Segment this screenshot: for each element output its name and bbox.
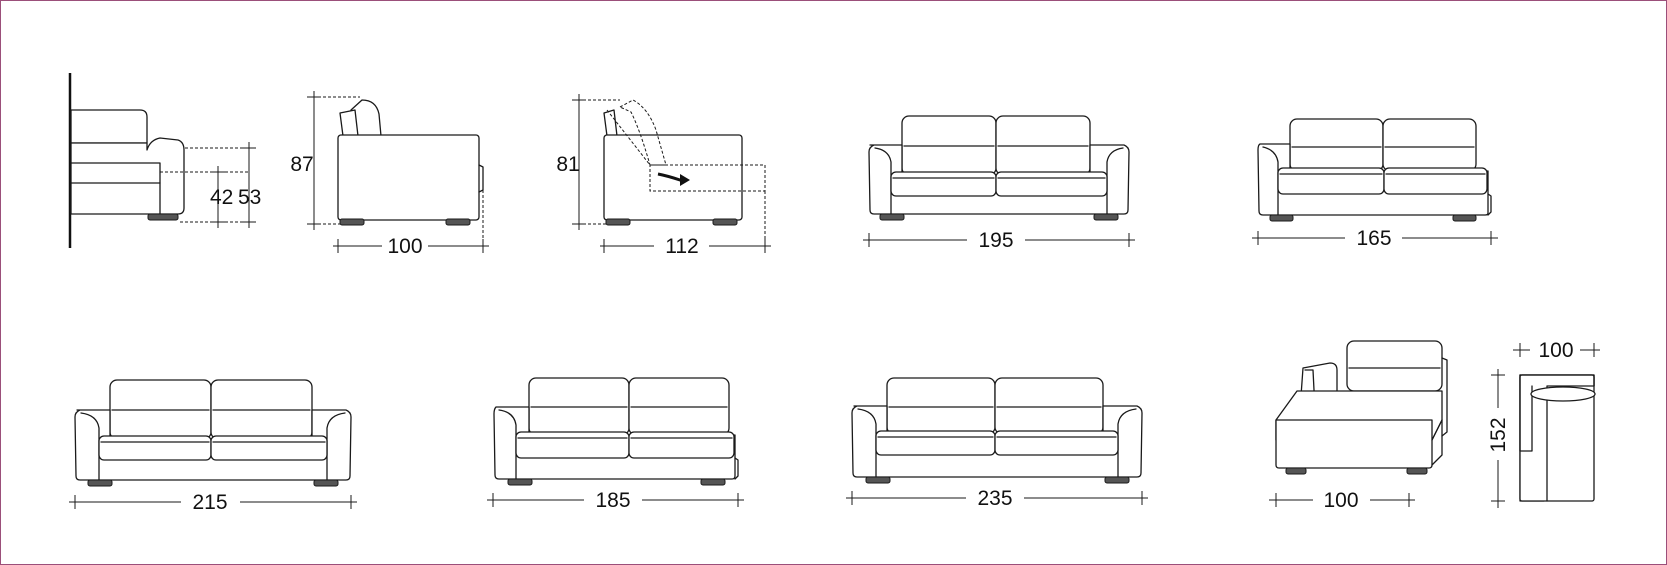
sofa-165-view: 165 — [1252, 118, 1498, 250]
sofa-215-width-label: 215 — [192, 491, 227, 514]
back-height-reclined-label: 81 — [556, 153, 579, 176]
side-view: 87 100 — [290, 91, 489, 258]
chaise-length-label: 152 — [1487, 417, 1510, 452]
back-height-label: 87 — [290, 153, 313, 176]
sofa-165-width-label: 165 — [1356, 227, 1391, 250]
sofa-215-view: 215 — [69, 379, 357, 514]
arm-height-label: 53 — [238, 186, 261, 209]
depth-extended-label: 112 — [665, 235, 698, 258]
depth-label: 100 — [387, 235, 422, 258]
sofa-195-width-label: 195 — [978, 229, 1013, 252]
sofa-185-view: 185 — [487, 377, 744, 512]
seat-height-label: 42 — [210, 186, 233, 209]
chaise-width-label: 100 — [1323, 489, 1358, 512]
chaise-longue-plan-view: 100 152 — [1487, 339, 1600, 508]
sofa-185-width-label: 185 — [595, 489, 630, 512]
sofa-235-width-label: 235 — [977, 487, 1012, 510]
sofa-235-view: 235 — [846, 377, 1148, 510]
chaise-plan-width-label: 100 — [1538, 339, 1573, 362]
detail-seat-arm-height-view: 42 53 — [68, 73, 261, 248]
reclined-side-view: 81 112 — [556, 94, 771, 258]
chaise-longue-view: 100 — [1269, 340, 1448, 512]
sofa-195-view: 195 — [863, 115, 1135, 252]
